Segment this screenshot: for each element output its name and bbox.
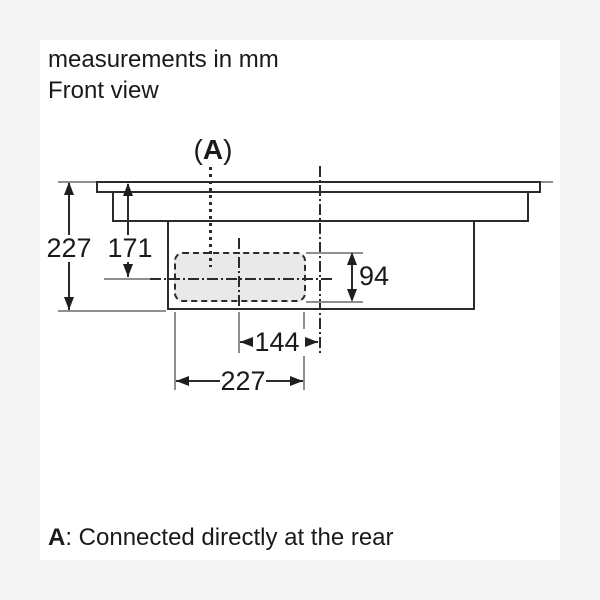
arrow-up-icon bbox=[123, 183, 133, 196]
dim-duct-width-ext-left bbox=[174, 312, 176, 390]
legend-key: A bbox=[48, 524, 66, 551]
paren-open: ( bbox=[193, 134, 203, 165]
air-duct-outline bbox=[174, 252, 306, 302]
worktop-line-left bbox=[58, 181, 96, 183]
dim-duct-width-value: 227 bbox=[220, 366, 266, 396]
arrow-left-icon bbox=[176, 376, 189, 386]
legend-description: : Connected directly at the rear bbox=[65, 524, 394, 551]
worktop-line-right bbox=[541, 181, 553, 183]
dim-duct-height-ext-top bbox=[306, 252, 363, 254]
hob-glass-plate bbox=[96, 181, 541, 193]
units-note: measurements in mm bbox=[48, 46, 279, 73]
dim-total-height-ext-bottom bbox=[58, 310, 166, 312]
dim-axis-height-value: 171 bbox=[107, 233, 153, 263]
dim-total-height-value: 227 bbox=[46, 233, 92, 263]
dim-rear-offset-value: 144 bbox=[249, 329, 305, 356]
rear-connection-centerline bbox=[319, 166, 321, 355]
legend-text: A: Connected directly at the rear bbox=[48, 524, 394, 552]
arrow-right-icon bbox=[290, 376, 303, 386]
dim-rear-offset-ext-center bbox=[238, 312, 240, 353]
dim-duct-height-line bbox=[351, 254, 353, 300]
paren-close: ) bbox=[223, 134, 233, 165]
arrow-up-icon bbox=[64, 182, 74, 195]
arrow-up-icon bbox=[347, 252, 357, 265]
view-title: Front view bbox=[48, 77, 159, 104]
duct-horizontal-centerline bbox=[150, 278, 333, 280]
annotation-a-label: (A) bbox=[183, 135, 243, 165]
arrow-right-icon bbox=[305, 337, 318, 347]
duct-vertical-centerline bbox=[238, 238, 240, 310]
arrow-down-icon bbox=[347, 289, 357, 302]
annotation-a-dotted-line bbox=[209, 167, 212, 267]
dim-duct-height-ext-bottom bbox=[306, 301, 363, 303]
arrow-down-icon bbox=[64, 297, 74, 310]
dim-axis-height-line bbox=[127, 184, 129, 277]
arrow-down-icon bbox=[123, 264, 133, 277]
duct-axis-extension-left bbox=[104, 278, 150, 280]
arrow-left-icon bbox=[240, 337, 253, 347]
annotation-a-letter: A bbox=[202, 134, 224, 165]
dim-duct-height-value: 94 bbox=[359, 261, 390, 291]
header-text: measurements in mm Front view bbox=[48, 44, 279, 106]
